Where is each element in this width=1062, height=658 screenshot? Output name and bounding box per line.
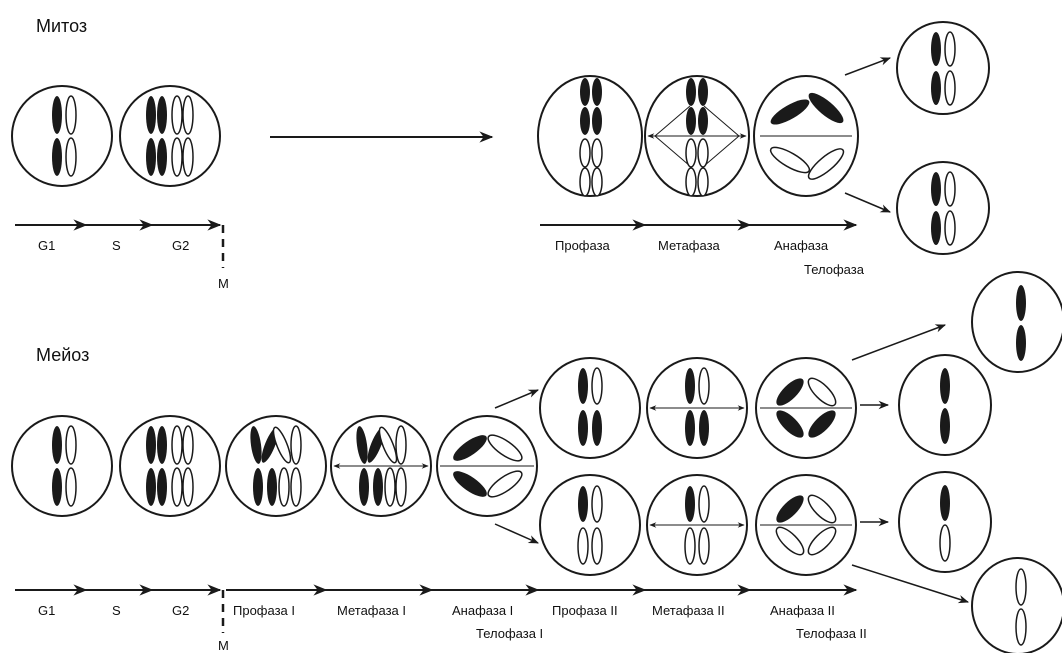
arrow-to-upper-branch — [495, 390, 538, 408]
cell-meiosis-prophase-1 — [226, 416, 326, 516]
meiosis-label-anaphase-2: Анафаза II — [770, 603, 835, 618]
mitosis-label-metaphase: Метафаза — [658, 238, 720, 253]
cell-gamete-3 — [899, 472, 991, 572]
cell-meiosis-metaphase-2-upper — [647, 358, 747, 458]
meiosis-upper-branch — [540, 272, 1062, 458]
arrow-to-lower-branch — [495, 524, 538, 543]
cell-meiosis-metaphase-1 — [331, 416, 431, 516]
cell-mitosis-metaphase — [645, 76, 749, 196]
cell-meiosis-anaphase-1 — [437, 416, 537, 516]
cell-gamete-2 — [899, 355, 991, 455]
meiosis-cells-row1 — [12, 416, 537, 516]
cell-mitosis-anaphase — [754, 76, 858, 196]
cell-meiosis-metaphase-2-lower — [647, 475, 747, 575]
mitosis-phase-cells — [538, 76, 858, 196]
meiosis-timeline — [15, 590, 856, 633]
cell-gamete-1 — [972, 272, 1062, 372]
meiosis-label-anaphase-1: Анафаза I — [452, 603, 513, 618]
meiosis-title: Мейоз — [36, 345, 89, 366]
meiosis-label-s: S — [112, 603, 121, 618]
meiosis-label-telophase-2: Телофаза II — [796, 626, 867, 641]
cell-meiosis-g1 — [12, 416, 112, 516]
cell-mitosis-prophase — [538, 76, 642, 196]
cell-mitosis-g1 — [12, 86, 112, 186]
cell-mitosis-g2 — [120, 86, 220, 186]
meiosis-label-g1: G1 — [38, 603, 55, 618]
mitosis-label-g1: G1 — [38, 238, 55, 253]
mitosis-daughter-cells — [845, 22, 989, 254]
mitosis-interphase-cells — [12, 86, 220, 186]
cell-mitosis-daughter-1 — [897, 22, 989, 114]
cell-mitosis-daughter-2 — [897, 162, 989, 254]
cell-meiosis-prophase-2-upper — [540, 358, 640, 458]
meiosis-label-metaphase-1: Метафаза I — [337, 603, 406, 618]
meiosis-label-m: M — [218, 638, 229, 653]
cell-gamete-4 — [972, 558, 1062, 653]
cell-meiosis-g2 — [120, 416, 220, 516]
meiosis-label-prophase-1: Профаза I — [233, 603, 295, 618]
mitosis-label-s: S — [112, 238, 121, 253]
meiosis-label-telophase-1: Телофаза I — [476, 626, 543, 641]
cell-meiosis-anaphase-2-upper — [756, 358, 856, 458]
meiosis-label-metaphase-2: Метафаза II — [652, 603, 725, 618]
mitosis-label-prophase: Профаза — [555, 238, 610, 253]
mitosis-label-g2: G2 — [172, 238, 189, 253]
meiosis-label-prophase-2: Профаза II — [552, 603, 618, 618]
cell-meiosis-prophase-2-lower — [540, 475, 640, 575]
mitosis-title: Митоз — [36, 16, 87, 37]
mitosis-label-telophase: Телофаза — [804, 262, 864, 277]
cell-meiosis-anaphase-2-lower — [756, 475, 856, 575]
meiosis-label-g2: G2 — [172, 603, 189, 618]
mitosis-label-m: M — [218, 276, 229, 291]
mitosis-timeline — [15, 225, 856, 268]
mitosis-label-anaphase: Анафаза — [774, 238, 828, 253]
